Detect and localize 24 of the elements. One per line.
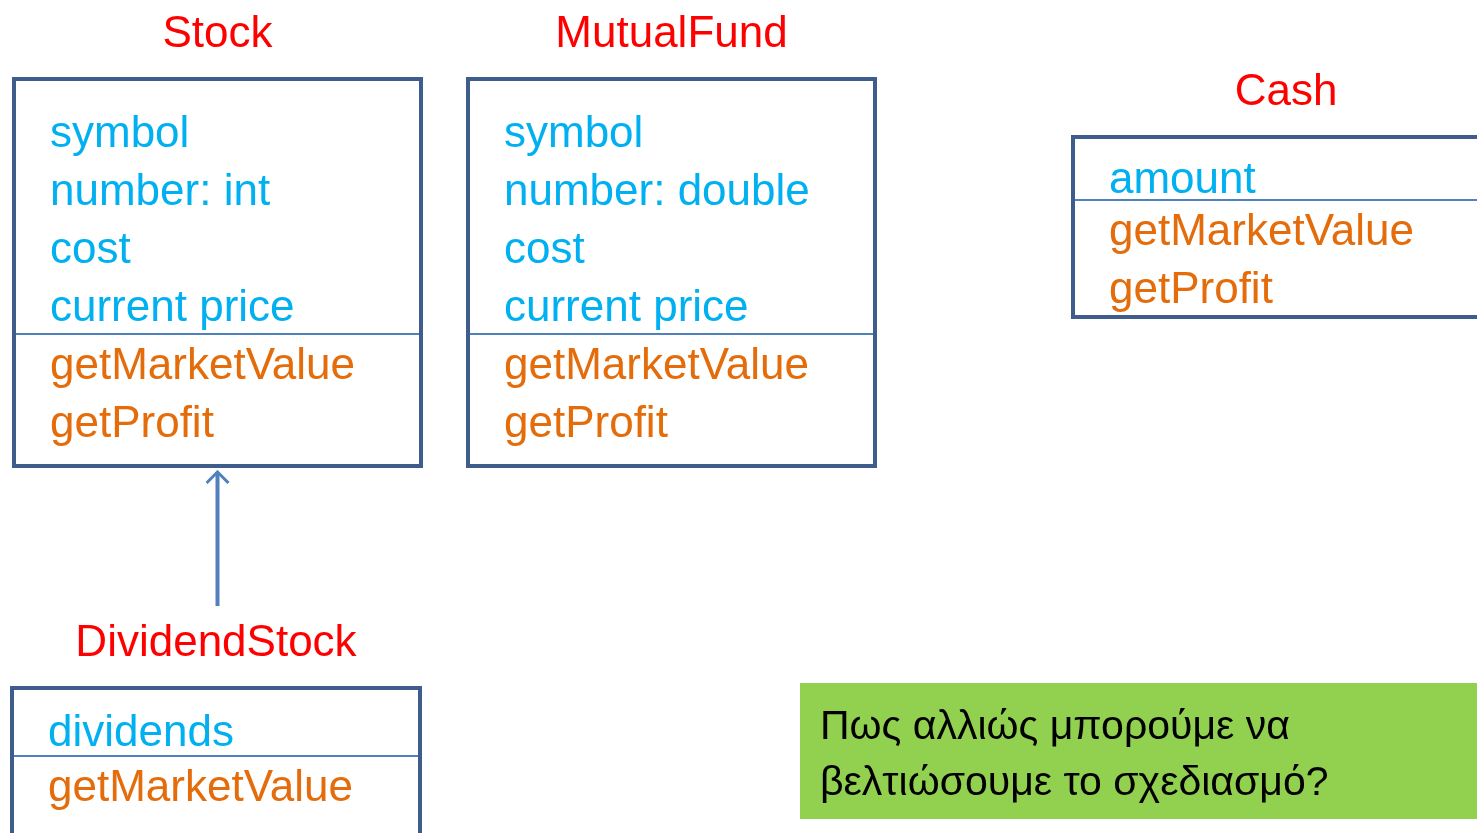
question-text: Πως αλλιώς μπορούμε να βελτιώσουμε το σχεδιασμό? xyxy=(820,701,1330,806)
attribute-text: symbol xyxy=(50,106,190,158)
inheritance-arrow xyxy=(205,470,230,606)
method-text: getProfit xyxy=(1109,262,1273,314)
method-text: getProfit xyxy=(50,396,214,448)
class-name: Stock xyxy=(161,7,274,57)
method-text: getMarketValue xyxy=(504,338,809,390)
attribute-text: number: double xyxy=(504,164,810,216)
class-name: MutualFund xyxy=(554,7,789,57)
method-text: getProfit xyxy=(504,396,668,448)
attribute-text: symbol xyxy=(504,106,644,158)
method-text: getMarketValue xyxy=(48,760,353,812)
method-text: getMarketValue xyxy=(1109,204,1414,256)
class-name: DividendStock xyxy=(74,616,358,666)
note-box xyxy=(800,683,1477,819)
attribute-text: cost xyxy=(50,222,131,274)
attribute-text: dividends xyxy=(48,705,234,757)
attribute-text: current price xyxy=(504,280,749,332)
attribute-text: number: int xyxy=(50,164,271,216)
attribute-text: current price xyxy=(50,280,295,332)
class-name: Cash xyxy=(1233,65,1339,115)
attribute-text: cost xyxy=(504,222,585,274)
attribute-text: amount xyxy=(1109,152,1256,204)
method-text: getMarketValue xyxy=(50,338,355,390)
